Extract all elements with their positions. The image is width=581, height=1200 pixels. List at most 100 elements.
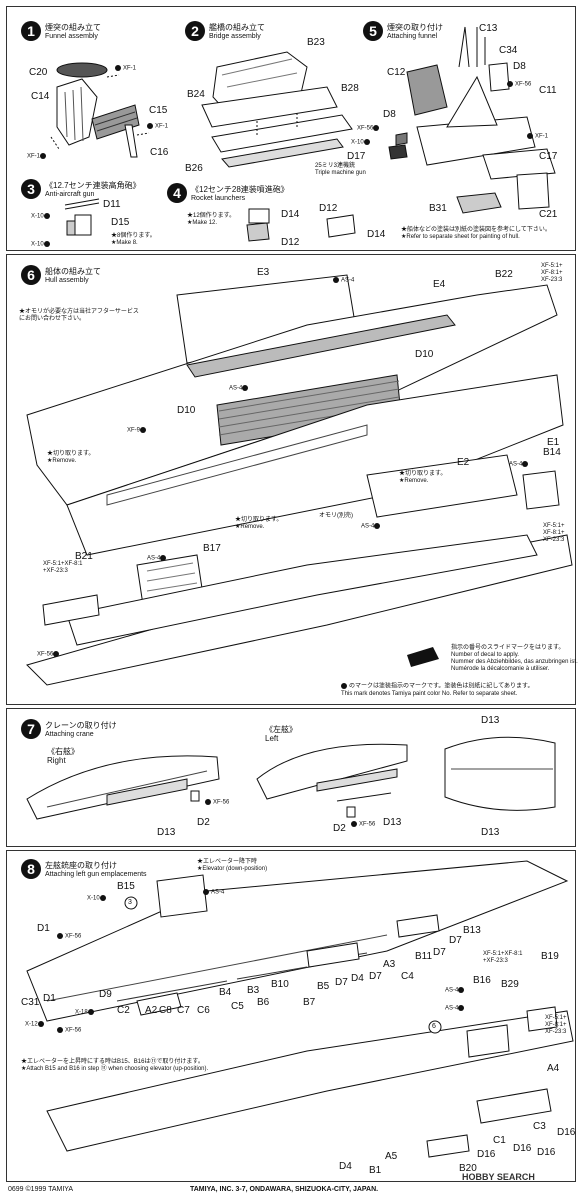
hull-assembly-drawing xyxy=(7,255,575,704)
part-label: B21 xyxy=(75,551,93,562)
panel-step-8: 8 左舷銃座の取り付け Attaching left gun emplaceme… xyxy=(6,850,576,1182)
part-label: B1 xyxy=(369,1165,382,1176)
part-label: B28 xyxy=(341,83,359,94)
part-label: B4 xyxy=(219,987,232,998)
paint-callout: AS-4 xyxy=(203,889,224,896)
footer-company: TAMIYA, INC. 3-7, ONDAWARA, SHIZUOKA-CIT… xyxy=(190,1186,379,1193)
part-label: D4 xyxy=(339,1161,352,1172)
step-title-en: Anti-aircraft gun xyxy=(45,191,95,198)
step-title-en: Funnel assembly xyxy=(45,33,98,40)
step-ref-3: 3 xyxy=(128,899,132,906)
funnel-assembly-drawing xyxy=(7,7,187,177)
paint-mix-callout: XF-5:1+XF-8:1+XF-23:3 xyxy=(483,951,523,964)
paint-callout: X-10 xyxy=(31,213,52,220)
bridge-assembly-drawing xyxy=(7,7,377,187)
paint-callout: X-10 xyxy=(31,241,52,248)
part-label: C5 xyxy=(231,1001,244,1012)
part-label: D13 xyxy=(383,817,402,828)
part-label: B10 xyxy=(271,979,289,990)
part-label: B23 xyxy=(307,37,325,48)
paint-callout: X-18 xyxy=(75,1009,96,1016)
part-label: C6 xyxy=(197,1005,210,1016)
step-title-jp: 左舷銃座の取り付け xyxy=(45,861,117,870)
step-title-jp: クレーンの取り付け xyxy=(45,721,117,730)
part-label: B31 xyxy=(429,203,447,214)
part-label: D2 xyxy=(197,817,210,828)
part-label: B16 xyxy=(473,975,491,986)
part-label: C20 xyxy=(29,67,48,78)
part-label: B6 xyxy=(257,997,270,1008)
part-label: D7 xyxy=(449,935,462,946)
label-right-side: 《右舷》Right xyxy=(47,747,79,765)
part-label: D2 xyxy=(333,823,346,834)
note-make12: ★12個作ります。★Make 12. xyxy=(187,213,236,226)
part-label: C17 xyxy=(539,151,558,162)
note-weight: ★オモリが必要な方は当社アフターサービスにお問い合わせ下さい。 xyxy=(19,309,139,322)
part-label: C15 xyxy=(149,105,168,116)
step-title-jp: 艦橋の組み立て xyxy=(209,23,265,32)
paint-callout: X-10 xyxy=(87,895,108,902)
part-label: D10 xyxy=(177,405,196,416)
note-hull-paint: ★船体などの塗装は別紙の塗装図を参考にして下さい。★Refer to separ… xyxy=(401,227,551,240)
paint-callout: AS-4 xyxy=(509,461,530,468)
part-label: D12 xyxy=(281,237,300,248)
part-label: A4 xyxy=(547,1063,560,1074)
part-label: D8 xyxy=(383,109,396,120)
part-label: D8 xyxy=(513,61,526,72)
part-label: C8 xyxy=(159,1005,172,1016)
paint-mix-callout: XF-5:1+XF-8:1+XF-23:3 xyxy=(543,523,565,543)
part-label: D4 xyxy=(351,973,364,984)
part-label: B19 xyxy=(541,951,559,962)
part-label: C31 xyxy=(21,997,40,1008)
part-label: D12 xyxy=(319,203,338,214)
paint-callout: XF-56 xyxy=(507,81,531,88)
paint-callout: AS-4 xyxy=(147,555,168,562)
part-label: E4 xyxy=(433,279,446,290)
part-label: C34 xyxy=(499,45,518,56)
part-label: C16 xyxy=(150,147,169,158)
part-label: A5 xyxy=(385,1151,398,1162)
step-title-en: Attaching funnel xyxy=(387,33,438,40)
step-ref-6: 6 xyxy=(432,1023,436,1030)
part-label: D13 xyxy=(157,827,176,838)
part-label: D15 xyxy=(111,217,130,228)
part-label: B3 xyxy=(247,985,260,996)
part-label: B5 xyxy=(317,981,330,992)
part-label: D7 xyxy=(369,971,382,982)
part-label: D11 xyxy=(103,199,121,210)
paint-callout: AS-4 xyxy=(445,987,466,994)
part-label: B13 xyxy=(463,925,481,936)
paint-callout: AS-4 xyxy=(229,385,250,392)
paint-callout: XF-56 xyxy=(351,821,375,828)
part-label: D13 xyxy=(481,715,500,726)
part-label: D16 xyxy=(513,1143,532,1154)
part-label: D1 xyxy=(43,993,56,1004)
step-number-1: 1 xyxy=(21,21,41,41)
rocket-launcher-drawing xyxy=(7,7,387,250)
part-label: D9 xyxy=(99,989,112,1000)
part-label: B29 xyxy=(501,979,519,990)
part-label: D17 xyxy=(347,151,366,162)
note-paint-mark: のマークは塗装指示のマークです。塗装色は別紙に記してあります。This mark… xyxy=(341,683,534,697)
footer-code: 0699 ©1999 TAMIYA xyxy=(8,1186,74,1193)
aa-gun-drawing xyxy=(7,7,137,250)
paint-callout: XF-56 xyxy=(57,1027,81,1034)
part-label: E3 xyxy=(257,267,270,278)
step-title-jp: 船体の組み立て xyxy=(45,267,101,276)
part-label: C12 xyxy=(387,67,406,78)
part-label: A2 xyxy=(145,1005,158,1016)
part-label: C1 xyxy=(493,1135,506,1146)
part-label: C14 xyxy=(31,91,50,102)
part-label: E1 xyxy=(547,437,560,448)
part-label: B17 xyxy=(203,543,221,554)
note-remove: ★切り取ります。★Remove. xyxy=(47,451,95,464)
attaching-funnel-drawing xyxy=(7,7,575,250)
step-title-jp: 煙突の組み立て xyxy=(45,23,101,32)
part-label: B7 xyxy=(303,997,316,1008)
paint-callout: X-10 xyxy=(351,139,372,146)
part-label: C21 xyxy=(539,209,558,220)
paint-callout: AS-4 xyxy=(361,523,382,530)
panel-steps-1-5: 1 煙突の組み立て Funnel assembly C20 C14 C15 C1… xyxy=(6,6,576,251)
paint-callout: XF-56 xyxy=(205,799,229,806)
